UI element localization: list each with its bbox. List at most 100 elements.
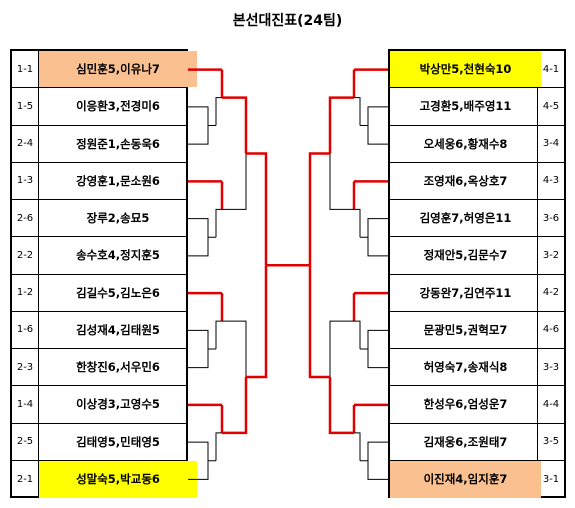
seed-label: 3-2 <box>537 237 564 274</box>
right-team-row: 4-5 고경환5,배주영11 <box>390 88 564 126</box>
final-path-upper <box>246 152 268 266</box>
left-team-row: 2-5 김태영5,민태영5 <box>12 423 186 461</box>
team-name: 김태영5,민태영5 <box>76 434 160 449</box>
seed-label: 1-3 <box>12 162 39 199</box>
team-name: 장루2,송묘5 <box>86 211 150 226</box>
first-round-bracket <box>188 218 209 257</box>
team-name: 고경환5,배주영11 <box>419 99 512 114</box>
seed-label: 3-4 <box>537 125 564 162</box>
team-name: 허영숙7,송재식8 <box>423 360 508 375</box>
first-round-bracket <box>367 329 388 369</box>
right-team-row: 4-4 한성우6,엄성운7 <box>390 386 564 424</box>
left-team-row: 2-2 송수호4,정지훈5 <box>12 237 186 275</box>
seed-label: 1-2 <box>12 274 39 311</box>
seed-label: 2-3 <box>12 349 39 386</box>
first-round-bracket <box>188 441 209 480</box>
team-name: 이응환3,전경미6 <box>76 99 160 114</box>
team-name: 심민훈5,이유나7 <box>39 51 197 88</box>
seed-label: 1-5 <box>12 88 39 125</box>
first-round-bracket <box>367 218 388 257</box>
team-name: 한성우6,엄성운7 <box>423 397 508 412</box>
final-path-upper <box>308 152 330 266</box>
seed-label: 1-6 <box>12 311 39 348</box>
quarter-lower-join <box>215 432 222 461</box>
semi-winner-line <box>222 376 248 435</box>
semi-winner-line <box>222 96 248 154</box>
first-round-bracket <box>188 329 209 369</box>
team-name: 김길수5,김노은6 <box>76 285 160 300</box>
right-team-row: 3-5 김재웅6,조원태7 <box>390 423 564 461</box>
team-name: 정재안5,김문수7 <box>423 248 508 263</box>
team-name: 김재웅6,조원태7 <box>423 434 508 449</box>
semi-winner-line <box>328 376 354 435</box>
seed-label: 4-4 <box>537 386 564 423</box>
left-team-row: 1-2 김길수5,김노은6 <box>12 274 186 312</box>
seed-label: 4-2 <box>537 274 564 311</box>
semi-winner-line <box>328 96 354 154</box>
right-team-row: 3-3 허영숙7,송재식8 <box>390 349 564 387</box>
seed-label: 2-2 <box>12 237 39 274</box>
seed-label: 3-5 <box>537 423 564 460</box>
seed-label: 4-5 <box>537 88 564 125</box>
page-title: 본선대진표(24팀) <box>232 13 343 29</box>
first-round-bracket <box>367 106 388 145</box>
left-team-row: 1-5 이응환3,전경미6 <box>12 88 186 126</box>
right-team-row: 4-6 문광민5,권혁모7 <box>390 311 564 349</box>
right-team-row: 3-6 김영훈7,허영은11 <box>390 200 564 238</box>
team-name: 오세웅6,황재수8 <box>423 136 508 151</box>
semi-lower-line <box>222 153 247 210</box>
team-name: 정원준1,손동욱6 <box>76 136 160 151</box>
team-name: 한창진6,서우민6 <box>76 360 160 375</box>
seed-label: 3-3 <box>537 349 564 386</box>
left-team-row: 1-4 이상경3,고영수5 <box>12 386 186 424</box>
right-team-row: 4-3 조영재6,옥상호7 <box>390 162 564 200</box>
semi-lower-line <box>329 153 354 210</box>
seed-label: 1-4 <box>12 386 39 423</box>
left-team-row: 1-6 김성재4,김태원5 <box>12 311 186 349</box>
final-path-lower <box>308 265 330 379</box>
team-name: 김영훈7,허영은11 <box>419 211 512 226</box>
team-name: 송수호4,정지훈5 <box>76 248 160 263</box>
semi-upper-line <box>329 320 354 377</box>
quarter-lower-join <box>215 320 222 349</box>
left-team-row: 2-3 한창진6,서우민6 <box>12 349 186 387</box>
right-team-row: 3-2 정재안5,김문수7 <box>390 237 564 275</box>
team-name: 문광민5,권혁모7 <box>423 322 508 337</box>
semi-upper-line <box>222 320 247 377</box>
seed-label: 2-5 <box>12 423 39 460</box>
left-team-row: 1-3 강영훈1,문소원6 <box>12 162 186 200</box>
seed-label: 2-1 <box>12 460 39 498</box>
quarter-lower-join <box>354 432 361 461</box>
right-team-row: 3-4 오세웅6,황재수8 <box>390 125 564 163</box>
first-round-bracket <box>188 106 209 145</box>
quarter-lower-join <box>215 97 222 126</box>
seed-label: 4-3 <box>537 162 564 199</box>
seed-label: 3-6 <box>537 200 564 237</box>
team-name: 이상경3,고영수5 <box>76 397 160 412</box>
team-name: 김성재4,김태원5 <box>76 322 160 337</box>
seed-label: 2-6 <box>12 200 39 237</box>
quarter-lower-join <box>354 208 361 238</box>
team-name: 성말숙5,박교동6 <box>39 460 197 498</box>
team-name: 강동완7,김연주11 <box>419 285 512 300</box>
first-round-bracket <box>367 441 388 480</box>
team-name: 박상만5,천현숙10 <box>390 51 541 88</box>
team-name: 강영훈1,문소원6 <box>76 173 160 188</box>
seed-label: 4-6 <box>537 311 564 348</box>
quarter-lower-join <box>354 320 361 349</box>
seed-label: 1-1 <box>12 51 39 88</box>
quarter-lower-join <box>215 208 222 238</box>
right-team-row: 4-2 강동완7,김연주11 <box>390 274 564 312</box>
team-name: 조영재6,옥상호7 <box>423 173 508 188</box>
quarter-lower-join <box>354 97 361 126</box>
final-path-lower <box>246 265 268 379</box>
left-team-row: 2-6 장루2,송묘5 <box>12 200 186 238</box>
